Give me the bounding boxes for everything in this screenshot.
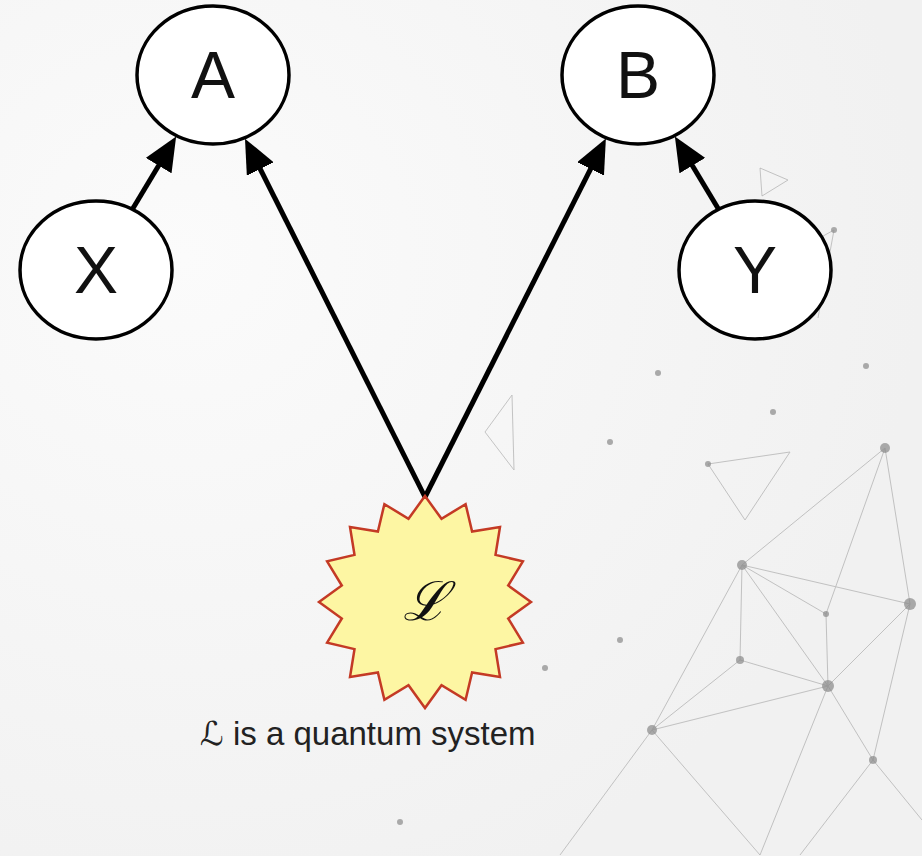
caption-note: ℒ is a quantum system bbox=[200, 714, 536, 753]
quantum-source-star: ℒ bbox=[317, 494, 533, 710]
variable-circle: B bbox=[560, 4, 716, 146]
variable-circle: X bbox=[18, 199, 174, 341]
causal-arrow bbox=[425, 149, 600, 497]
causal-arrow bbox=[250, 149, 425, 497]
variable-name: X bbox=[74, 237, 118, 303]
variable-name: A bbox=[191, 42, 235, 108]
causal-arrow bbox=[133, 147, 170, 209]
variable-name: Y bbox=[733, 237, 777, 303]
causal-arrow bbox=[681, 147, 718, 209]
system-symbol: ℒ bbox=[403, 575, 448, 629]
variable-name: B bbox=[616, 42, 660, 108]
variable-circle: A bbox=[135, 4, 291, 146]
variable-circle: Y bbox=[677, 199, 833, 341]
